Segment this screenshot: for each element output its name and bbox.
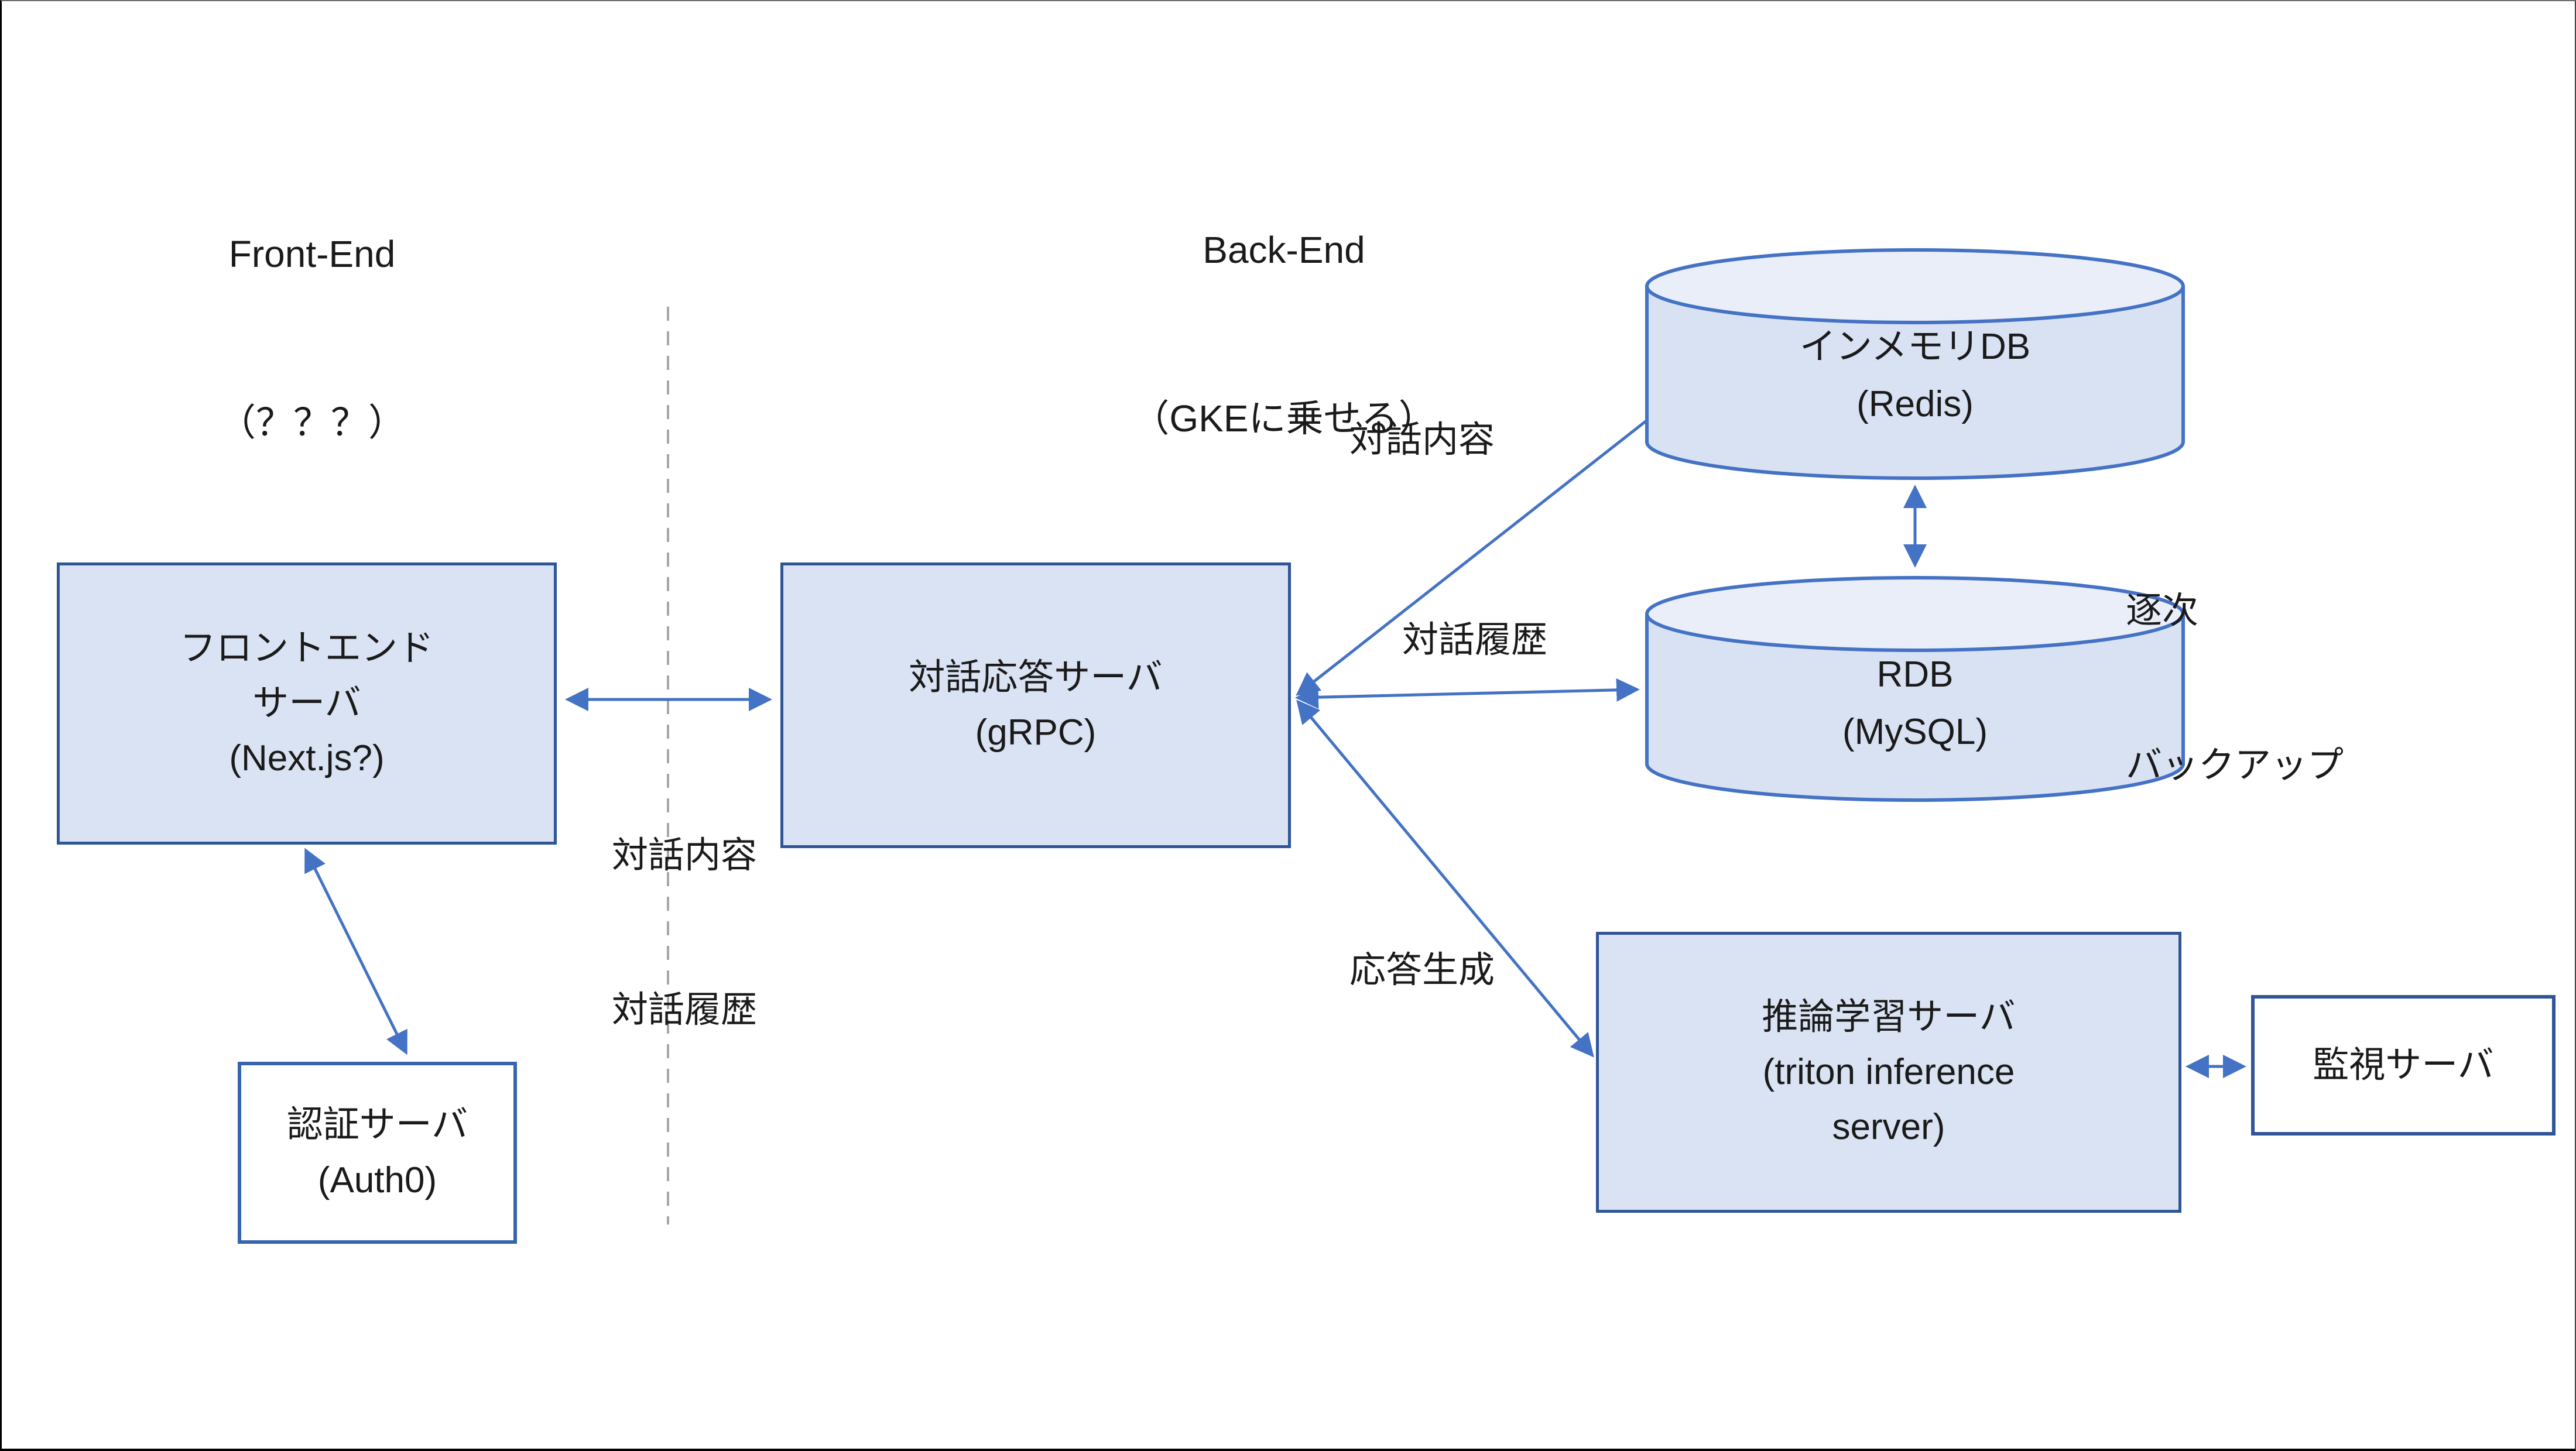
rdb-cylinder-top — [1645, 576, 2185, 652]
inmemory-db-cylinder-top — [1645, 248, 2185, 324]
node-dialog-response-server: 対話応答サーバ (gRPC) — [780, 562, 1291, 848]
frontend-section-title: Front-End — [228, 233, 396, 275]
node-inmemory-db-line: (Redis) — [1856, 384, 1974, 424]
node-inference-server: 推論学習サーバ (triton inference server) — [1596, 932, 2181, 1213]
backend-section-subtitle: （GKEに乗せる） — [1132, 397, 1436, 440]
backend-section-label: Back-End （GKEに乗せる） — [1079, 109, 1489, 559]
node-auth-server-line: (Auth0) — [317, 1160, 437, 1200]
inmemory-db-cylinder — [1645, 248, 2185, 480]
node-rdb-line: (MySQL) — [1842, 712, 1988, 752]
edge-dialog-inference — [1296, 699, 1594, 1058]
edge-frontend-auth — [304, 848, 407, 1055]
edge-label-dialog-content-history: 対話内容 対話履歴 — [612, 727, 757, 1139]
rdb-cylinder-body — [1645, 614, 2185, 802]
node-monitoring-server-label: 監視サーバ — [2313, 1044, 2494, 1085]
node-frontend-server-line: (Next.js?) — [229, 738, 385, 779]
node-inmemory-db-label: インメモリDB (Redis) — [1647, 294, 2183, 458]
edge-dialog-rdb — [1295, 678, 1640, 709]
rdb-cylinder — [1645, 576, 2185, 802]
edge-label-sequential-backup: 逐次 バックアップ — [2126, 482, 2344, 894]
node-rdb-label: RDB (MySQL) — [1647, 622, 2183, 785]
edge-label-dialog-history: 対話履歴 — [1402, 620, 1548, 660]
node-monitoring-server: 監視サーバ — [2251, 995, 2556, 1136]
edge-label-dialog-content-line: 対話内容 — [612, 835, 758, 876]
frontend-section-subtitle: （？？？） — [218, 402, 406, 444]
edge-label-response-generation: 応答生成 — [1349, 950, 1495, 990]
connector-edges — [304, 382, 2246, 1078]
inmemory-db-cylinder-body — [1645, 286, 2185, 480]
node-inmemory-db-line: インメモリDB — [1799, 327, 2031, 368]
node-rdb-line: RDB — [1876, 654, 1954, 695]
node-frontend-server-line: サーバ — [252, 682, 361, 723]
node-dialog-response-server-line: 対話応答サーバ — [909, 657, 1163, 698]
node-inference-server-line: server) — [1832, 1107, 1945, 1148]
edge-label-dialog-content: 対話内容 — [1349, 420, 1495, 460]
edge-label-sequential-backup-line: バックアップ — [2126, 745, 2344, 786]
node-inference-server-line: 推論学習サーバ — [1762, 996, 2016, 1037]
edge-dialog-inmemorydb — [1296, 382, 1695, 696]
node-frontend-server: フロントエンド サーバ (Next.js?) — [57, 562, 557, 845]
node-inference-server-line: (triton inference — [1762, 1051, 2015, 1092]
node-auth-server: 認証サーバ (Auth0) — [238, 1062, 517, 1244]
node-frontend-server-line: フロントエンド — [179, 627, 434, 668]
node-auth-server-line: 認証サーバ — [286, 1104, 468, 1145]
backend-section-title: Back-End — [1203, 229, 1365, 271]
edge-label-sequential-backup-line: 逐次 — [2126, 591, 2199, 632]
frontend-section-label: Front-End （？？？） — [119, 114, 505, 563]
node-dialog-response-server-line: (gRPC) — [975, 712, 1097, 753]
edge-label-dialog-history-line: 対話履歴 — [612, 990, 758, 1031]
